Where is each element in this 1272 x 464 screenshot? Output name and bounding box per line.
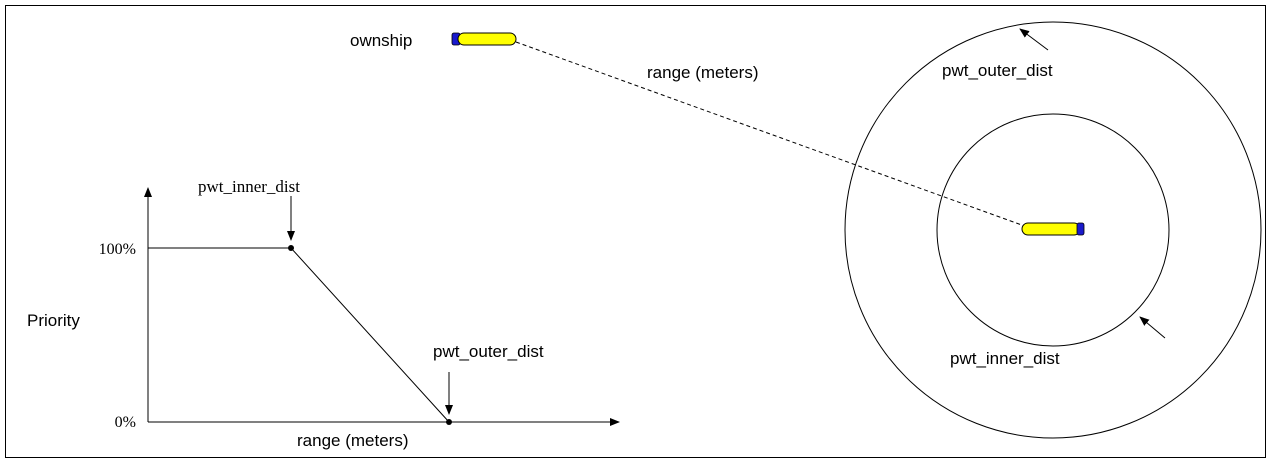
x-axis-label: range (meters) — [297, 431, 408, 450]
inner-circle-pointer — [1139, 316, 1166, 339]
outer-circle — [844, 21, 1262, 439]
outer-circle-label: pwt_outer_dist — [942, 61, 1053, 80]
tick-0-label: 0% — [115, 414, 136, 431]
inner-circle — [936, 113, 1170, 347]
y-axis-label: Priority — [27, 311, 80, 330]
ownship-label: ownship — [350, 31, 412, 50]
contact-bow — [1076, 222, 1085, 236]
outer-circle-pointer — [1019, 28, 1049, 51]
tick-100-label: 100% — [99, 241, 136, 258]
inner-circle-label: pwt_inner_dist — [950, 349, 1060, 368]
priority-curve — [148, 247, 450, 423]
inner-dist-point — [288, 245, 294, 251]
contact-vehicle — [1021, 222, 1085, 236]
ownship-body — [457, 32, 517, 46]
contact-body — [1021, 222, 1081, 236]
inner-dist-label: pwt_inner_dist — [198, 177, 300, 196]
range-line-label: range (meters) — [647, 63, 758, 82]
frame-border — [5, 5, 1266, 458]
range-dashed-line — [515, 41, 1031, 229]
ownship-vehicle — [451, 32, 517, 46]
priority-graph: 100% 0% Priority range (meters) pwt_inne… — [27, 177, 620, 450]
outer-dist-label: pwt_outer_dist — [433, 342, 544, 361]
outer-dist-point — [446, 419, 452, 425]
